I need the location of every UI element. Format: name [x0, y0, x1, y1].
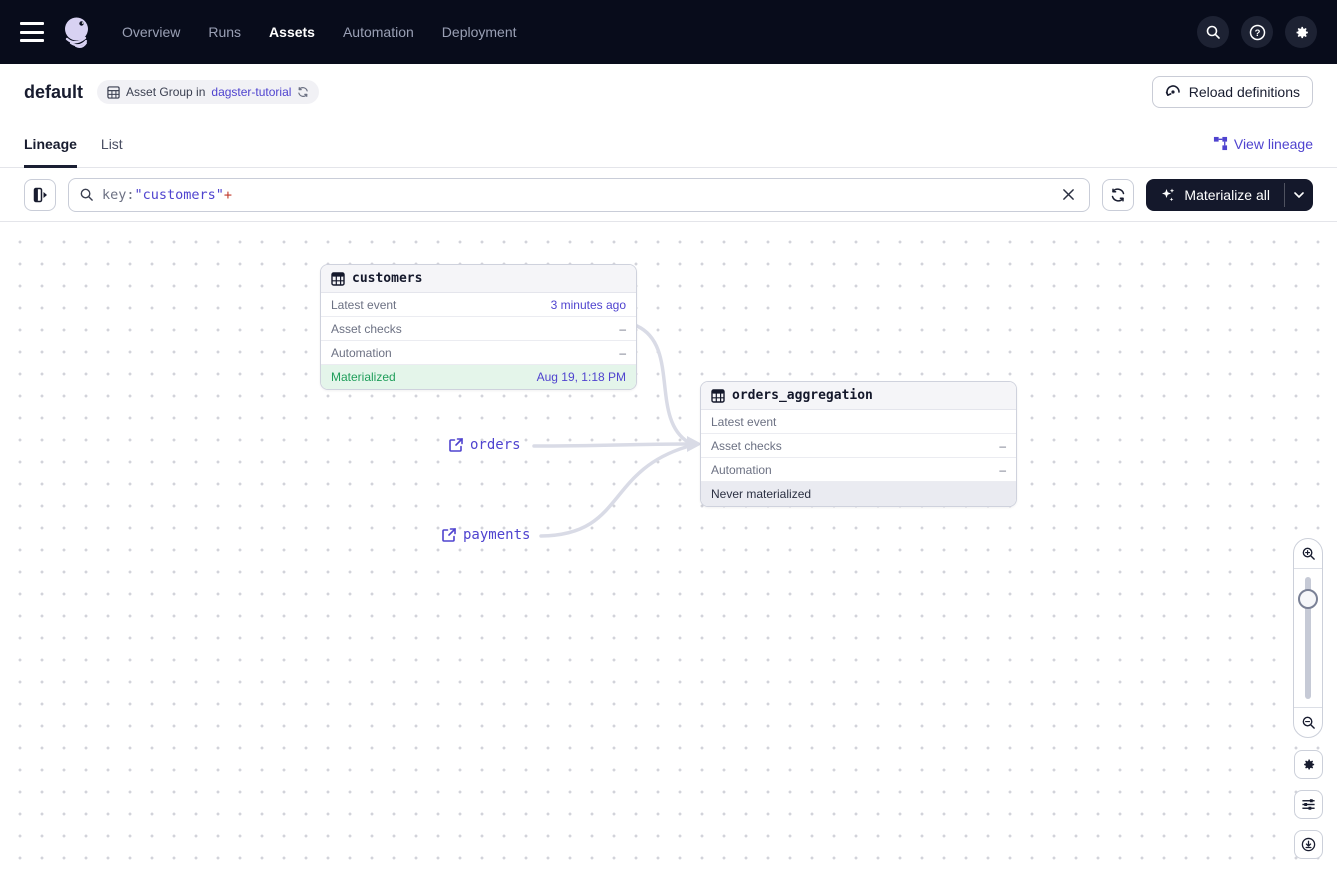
- asset-node-customers[interactable]: customers Latest event 3 minutes ago Ass…: [320, 264, 637, 390]
- reload-definitions-button[interactable]: Reload definitions: [1151, 76, 1313, 108]
- nav-item-assets[interactable]: Assets: [269, 24, 315, 40]
- nav-item-overview[interactable]: Overview: [122, 24, 181, 40]
- external-asset-orders[interactable]: orders: [449, 437, 521, 453]
- asset-row-automation: Automation –: [321, 341, 636, 365]
- code-location-link[interactable]: dagster-tutorial: [211, 85, 292, 99]
- gear-icon[interactable]: [1285, 16, 1317, 48]
- zoom-out-icon[interactable]: [1294, 707, 1322, 737]
- external-link-icon: [449, 438, 463, 452]
- table-icon: [107, 85, 120, 99]
- clear-search-icon[interactable]: [1057, 184, 1079, 206]
- external-asset-payments[interactable]: payments: [442, 527, 530, 543]
- search-icon: [80, 188, 93, 201]
- recenter-graph-icon[interactable]: [1294, 830, 1323, 859]
- lineage-canvas[interactable]: customers Latest event 3 minutes ago Ass…: [0, 222, 1337, 873]
- dagster-logo-icon[interactable]: [60, 14, 96, 50]
- menu-icon[interactable]: [20, 22, 44, 42]
- table-icon: [711, 388, 725, 403]
- asset-group-tag: Asset Group in dagster-tutorial: [97, 80, 320, 104]
- nav-item-automation[interactable]: Automation: [342, 24, 414, 40]
- materialize-all-group: Materialize all: [1146, 178, 1313, 211]
- materialize-all-label: Materialize all: [1184, 186, 1270, 203]
- graph-toolbar: key:"customers"+ Materialize all: [0, 168, 1337, 222]
- nav-item-deployment[interactable]: Deployment: [441, 24, 517, 40]
- nav-menu: Overview Runs Assets Automation Deployme…: [122, 24, 517, 40]
- asset-row-asset-checks: Asset checks –: [701, 434, 1016, 458]
- group-tag-text: Asset Group in: [126, 85, 206, 99]
- zoom-control: [1293, 538, 1323, 738]
- asset-title: customers: [352, 271, 423, 286]
- materialize-dropdown-icon[interactable]: [1285, 179, 1313, 211]
- asset-search-input[interactable]: key:"customers"+: [68, 177, 1091, 212]
- zoom-in-icon[interactable]: [1294, 539, 1322, 569]
- nav-item-runs[interactable]: Runs: [208, 24, 242, 40]
- help-icon[interactable]: ?: [1241, 16, 1273, 48]
- view-lineage-label: View lineage: [1233, 135, 1313, 152]
- svg-text:?: ?: [1254, 28, 1260, 39]
- page-header: default Asset Group in dagster-tutorial …: [0, 64, 1337, 120]
- materialize-all-button[interactable]: Materialize all: [1146, 179, 1284, 211]
- expand-panel-icon[interactable]: [24, 178, 56, 211]
- search-query-text: key:"customers"+: [102, 186, 233, 203]
- refresh-icon[interactable]: [297, 86, 309, 98]
- refresh-graph-icon[interactable]: [1102, 178, 1135, 211]
- asset-row-materialized: Materialized Aug 19, 1:18 PM: [321, 365, 636, 389]
- tab-lineage[interactable]: Lineage: [24, 120, 77, 168]
- asset-row-automation: Automation –: [701, 458, 1016, 482]
- asset-row-latest-event: Latest event 3 minutes ago: [321, 293, 636, 317]
- nav-icon-buttons: ?: [1197, 16, 1317, 48]
- tab-list[interactable]: List: [100, 135, 123, 152]
- external-link-icon: [442, 528, 456, 542]
- asset-node-orders-aggregation[interactable]: orders_aggregation Latest event Asset ch…: [700, 381, 1017, 507]
- external-asset-label: orders: [470, 437, 521, 453]
- asset-row-latest-event: Latest event: [701, 410, 1016, 434]
- asset-row-never-materialized: Never materialized: [701, 482, 1016, 506]
- graph-filters-icon[interactable]: [1294, 790, 1323, 819]
- zoom-slider-track[interactable]: [1305, 577, 1311, 699]
- zoom-slider-handle[interactable]: [1298, 589, 1318, 609]
- graph-settings-icon[interactable]: [1294, 750, 1323, 779]
- latest-event-link[interactable]: 3 minutes ago: [550, 297, 626, 312]
- page-title: default: [24, 81, 84, 102]
- asset-node-header[interactable]: orders_aggregation: [701, 382, 1016, 410]
- materialized-timestamp-link[interactable]: Aug 19, 1:18 PM: [536, 370, 626, 384]
- reload-definitions-label: Reload definitions: [1188, 84, 1300, 100]
- code-location-reload-icon: [1165, 85, 1180, 96]
- lineage-edges: [532, 324, 702, 538]
- asset-title: orders_aggregation: [732, 388, 873, 403]
- view-lineage-link[interactable]: View lineage: [1213, 136, 1313, 152]
- asset-node-header[interactable]: customers: [321, 265, 636, 293]
- asset-row-asset-checks: Asset checks –: [321, 317, 636, 341]
- lineage-graph-icon: [1213, 136, 1227, 151]
- sparkle-icon: [1162, 188, 1175, 201]
- tabs-row: Lineage List View lineage: [0, 120, 1337, 168]
- search-icon[interactable]: [1197, 16, 1229, 48]
- table-icon: [331, 271, 345, 286]
- external-asset-label: payments: [463, 527, 531, 543]
- top-nav: Overview Runs Assets Automation Deployme…: [0, 0, 1337, 64]
- zoom-slider[interactable]: [1294, 569, 1322, 707]
